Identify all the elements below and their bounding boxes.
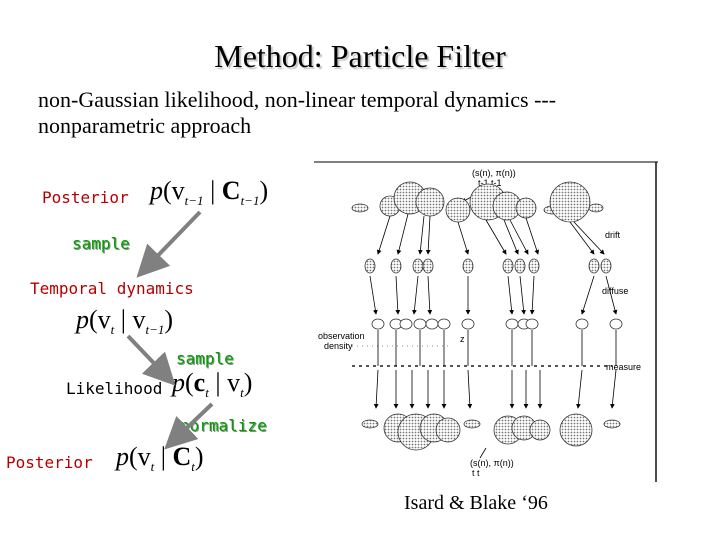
sample-1-label: sample bbox=[72, 234, 130, 253]
arrow-likelihood-to-posterior bbox=[164, 402, 214, 450]
drift-label: drift bbox=[605, 230, 621, 240]
posterior-bottom-label: Posterior bbox=[6, 453, 93, 472]
observation-density-label-2: density bbox=[324, 341, 353, 351]
top-particles bbox=[351, 181, 604, 223]
drifted-particles bbox=[364, 258, 612, 274]
bottom-particles bbox=[361, 413, 621, 451]
top-sample-set-subscript: t-1 t-1 bbox=[478, 178, 502, 188]
normalize-label: normalize bbox=[180, 416, 267, 435]
bottom-sample-set-subscript: t t bbox=[472, 468, 480, 478]
arrow-posterior-to-dynamics bbox=[136, 210, 202, 278]
slide-title: Method: Particle Filter bbox=[214, 38, 506, 74]
weight-arrows bbox=[373, 369, 617, 409]
observation-density-profile bbox=[352, 345, 612, 367]
slide-subtitle: non-Gaussian likelihood, non-linear temp… bbox=[38, 87, 557, 138]
arrow-dynamics-to-likelihood bbox=[126, 334, 176, 386]
temporal-dynamics-label: Temporal dynamics bbox=[30, 279, 194, 298]
particle-filter-figure: (s(n), π(n)) t-1 t-1 drift bbox=[312, 158, 662, 486]
posterior-top-label: Posterior bbox=[42, 188, 129, 207]
drift-arrows bbox=[376, 213, 605, 255]
formula-dynamics: p(vt | vt−1) bbox=[76, 305, 174, 337]
measurement-z-label: z bbox=[460, 334, 465, 344]
top-sample-set-label: (s(n), π(n)) bbox=[472, 168, 516, 178]
bottom-sample-set-label: (s(n), π(n)) bbox=[470, 458, 514, 468]
measure-label: measure bbox=[606, 362, 641, 372]
diffused-particles bbox=[371, 318, 623, 330]
observation-density-label-1: observation bbox=[318, 331, 365, 341]
likelihood-label: Likelihood bbox=[66, 379, 163, 398]
diffuse-label: diffuse bbox=[602, 286, 628, 296]
formula-likelihood: p(ct | vt) bbox=[172, 368, 253, 400]
measure-lines bbox=[377, 330, 617, 366]
formula-posterior-prev: p(vt−1 | Ct−1) bbox=[150, 176, 269, 208]
diffuse-arrows bbox=[369, 275, 618, 315]
citation: Isard & Blake ‘96 bbox=[404, 492, 548, 514]
sample-2-label: sample bbox=[176, 349, 234, 368]
